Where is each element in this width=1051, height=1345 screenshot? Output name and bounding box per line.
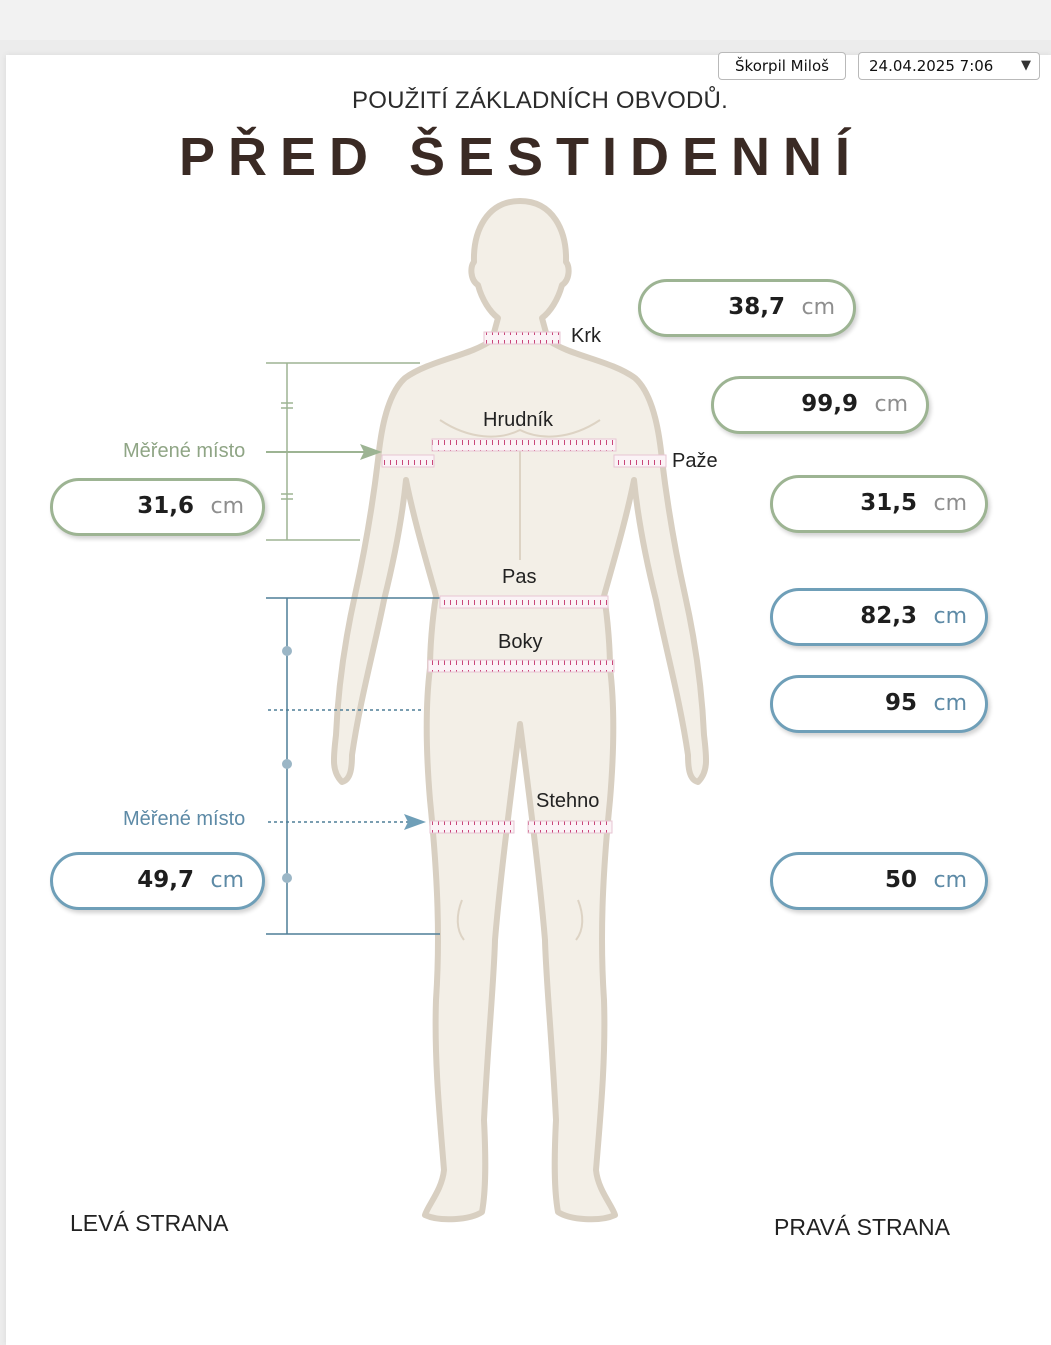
label-waist: Pas [502,566,537,588]
arm-left-value: 31,6 [137,493,194,519]
tape-thigh-left [429,820,515,834]
tape-neck [483,331,561,345]
arm-right-measurement-field[interactable]: 31,5 cm [770,475,988,533]
neck-value: 38,7 [728,294,785,320]
arm-left-unit: cm [210,494,244,519]
left-side-label: LEVÁ STRANA [70,1210,229,1236]
label-thigh: Stehno [536,790,600,812]
thigh-right-unit: cm [933,868,967,893]
page-title: PŘED ŠESTIDENNÍ [178,127,864,187]
measured-place-label-upper: Měřené místo [123,440,246,462]
right-side-label: PRAVÁ STRANA [774,1214,950,1240]
tape-arm-right [613,454,667,468]
measuring-tapes [381,331,667,834]
person-name: Škorpil Miloš [735,57,829,75]
hips-value: 95 [884,690,917,716]
tape-thigh-right [527,820,613,834]
waist-measurement-field[interactable]: 82,3 cm [770,588,988,646]
arm-left-measurement-field[interactable]: 31,6 cm [50,478,265,536]
chest-unit: cm [874,392,908,417]
waist-unit: cm [933,604,967,629]
page-subtitle: POUŽITÍ ZÁKLADNÍCH OBVODŮ. [352,87,728,114]
arm-right-value: 31,5 [860,490,917,516]
tape-waist [439,595,609,609]
waist-value: 82,3 [860,603,917,629]
neck-unit: cm [801,295,835,320]
thigh-left-unit: cm [210,868,244,893]
tape-arm-left [381,454,435,468]
label-chest: Hrudník [483,409,554,431]
hips-unit: cm [933,691,967,716]
label-hips: Boky [498,631,543,653]
label-arm: Paže [672,450,718,472]
chest-value: 99,9 [801,391,858,417]
neck-measurement-field[interactable]: 38,7 cm [638,279,856,337]
person-select[interactable]: Škorpil Miloš [718,52,846,80]
thigh-guide-dots [282,646,292,883]
body-detail-lines [439,419,601,941]
date-dropdown[interactable]: 24.04.2025 7:06 ▼ [858,52,1040,80]
dropdown-arrow-icon[interactable]: ▼ [1021,58,1031,73]
arm-guide [266,362,420,541]
tape-chest [431,438,617,452]
window-top-strip [0,0,1051,40]
thigh-left-measurement-field[interactable]: 49,7 cm [50,852,265,910]
thigh-left-value: 49,7 [137,867,194,893]
thigh-right-value: 50 [884,867,917,893]
tape-hips [427,659,615,673]
chest-measurement-field[interactable]: 99,9 cm [711,376,929,434]
thigh-right-measurement-field[interactable]: 50 cm [770,852,988,910]
label-neck: Krk [571,325,601,347]
arm-right-unit: cm [933,491,967,516]
measured-place-label-lower: Měřené místo [123,808,246,830]
hips-measurement-field[interactable]: 95 cm [770,675,988,733]
date-value: 24.04.2025 7:06 [869,57,994,75]
